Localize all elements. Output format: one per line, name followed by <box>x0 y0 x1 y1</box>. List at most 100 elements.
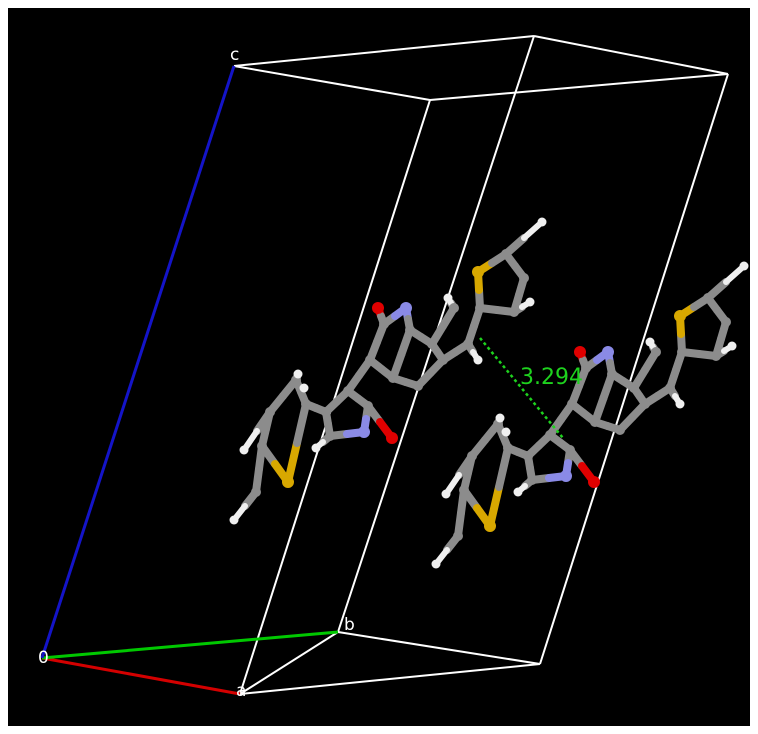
atom-h <box>675 399 685 409</box>
cell-axes <box>40 65 339 696</box>
b-axis <box>41 630 339 660</box>
atom-c <box>545 430 555 440</box>
atom-c <box>581 363 591 373</box>
atom-c <box>703 293 713 303</box>
atom-c <box>405 325 415 335</box>
c-axis <box>40 65 236 659</box>
cell-edge <box>429 73 729 101</box>
atom-h <box>229 515 239 525</box>
atom-c <box>343 386 353 396</box>
crystal-viewer[interactable]: 3.294 0 a b c <box>8 8 750 726</box>
atom-c <box>413 381 423 391</box>
cell-edge <box>239 631 339 695</box>
atom-h <box>293 369 303 379</box>
atom-c <box>438 355 448 365</box>
atom-c <box>665 383 675 393</box>
distance-label: 3.294 <box>520 365 583 390</box>
atom-n <box>602 346 614 358</box>
atom-c <box>640 399 650 409</box>
atom-n <box>560 470 572 482</box>
bond <box>293 400 310 447</box>
atom-c <box>325 431 335 441</box>
atom-h <box>501 427 511 437</box>
atom-h <box>443 293 453 303</box>
atom-c <box>509 307 519 317</box>
atom-c <box>463 339 473 349</box>
atom-h <box>299 383 309 393</box>
atom-c <box>459 485 469 495</box>
atom-s <box>674 310 686 322</box>
atom-h <box>495 413 505 423</box>
cell-edge <box>539 73 729 665</box>
atom-c <box>721 317 731 327</box>
atom-o <box>372 302 384 314</box>
axis-labels: 0 a b c <box>38 45 355 701</box>
atom-h <box>441 489 451 499</box>
atom-c <box>503 443 513 453</box>
atom-c <box>567 399 577 409</box>
atom-c <box>590 417 600 427</box>
atom-c <box>257 441 267 451</box>
atom-h <box>473 355 483 365</box>
atom-c <box>565 445 575 455</box>
atom-h <box>739 261 749 271</box>
atom-c <box>711 351 721 361</box>
cell-edge <box>239 663 541 695</box>
bond <box>486 483 503 530</box>
atom-c <box>501 249 511 259</box>
atom-c <box>475 303 485 313</box>
atom-c <box>453 531 463 541</box>
atom-h <box>431 559 441 569</box>
atom-c <box>523 451 533 461</box>
atom-c <box>251 487 261 497</box>
cell-edge <box>337 631 541 665</box>
a-axis <box>41 656 241 696</box>
origin-label: 0 <box>38 648 49 668</box>
atom-s <box>282 476 294 488</box>
atom-h <box>537 217 547 227</box>
atom-c <box>519 273 529 283</box>
atom-c <box>379 319 389 329</box>
crystal-structure-view[interactable]: 3.294 0 a b c <box>8 8 750 726</box>
cell-edge <box>533 35 729 75</box>
atom-h <box>645 337 655 347</box>
atom-o <box>574 346 586 358</box>
atom-o <box>386 432 398 444</box>
atom-c <box>427 339 437 349</box>
atom-o <box>588 476 600 488</box>
atom-c <box>321 407 331 417</box>
atom-s <box>472 266 484 278</box>
unit-cell <box>233 35 729 695</box>
bond <box>495 444 512 491</box>
atom-c <box>607 369 617 379</box>
cell-edge <box>233 65 431 101</box>
molecule-bonds <box>231 219 747 567</box>
atom-c <box>677 347 687 357</box>
molecule-atoms <box>229 217 749 569</box>
atom-c <box>365 355 375 365</box>
atom-n <box>400 302 412 314</box>
b-axis-label: b <box>344 615 355 635</box>
atom-h <box>727 341 737 351</box>
a-axis-label: a <box>236 681 246 701</box>
distance-measurement: 3.294 <box>479 337 583 439</box>
atom-h <box>525 297 535 307</box>
atom-c <box>449 303 459 313</box>
contact-distance-line <box>479 337 564 439</box>
atom-c <box>651 347 661 357</box>
atom-h <box>311 443 321 453</box>
bond <box>284 439 301 486</box>
atom-c <box>265 407 275 417</box>
atom-n <box>358 426 370 438</box>
cell-edge <box>233 35 535 67</box>
atom-c <box>363 401 373 411</box>
atom-h <box>239 445 249 455</box>
cell-edge <box>239 99 431 695</box>
c-axis-label: c <box>230 45 239 65</box>
atom-c <box>467 451 477 461</box>
atom-c <box>629 383 639 393</box>
atom-s <box>484 520 496 532</box>
atom-c <box>301 399 311 409</box>
atom-h <box>513 487 523 497</box>
atom-c <box>388 373 398 383</box>
